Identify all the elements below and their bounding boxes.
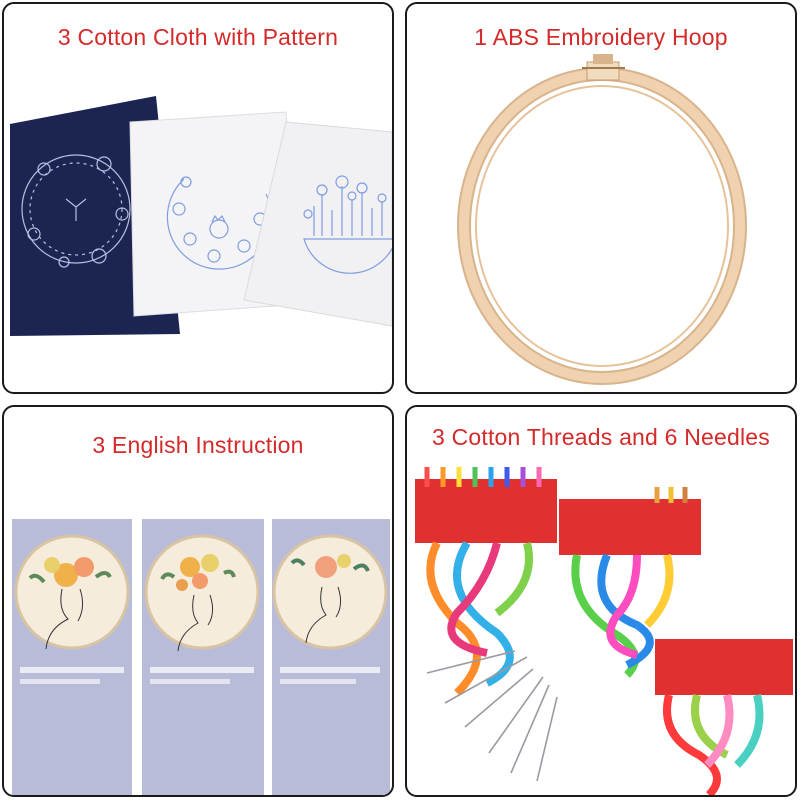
cotton-cloth-image — [10, 96, 392, 336]
needles — [426, 650, 558, 782]
instruction-sheet — [272, 519, 390, 795]
hoop-screw — [586, 61, 620, 81]
hoop-icon — [457, 54, 747, 385]
instruction-sheet — [142, 519, 264, 795]
panel-caption: 3 Cotton Cloth with Pattern — [57, 24, 339, 50]
instruction-sheet — [12, 519, 132, 795]
thread-card — [655, 639, 793, 795]
panel-english-instruction: 3 English Instruction — [2, 405, 394, 797]
panel-threads-needles: 3 Cotton Threads and 6 Needles — [405, 405, 797, 797]
thread-card — [415, 467, 557, 696]
white-cloth — [243, 121, 392, 327]
panel-caption: 1 ABS Embroidery Hoop — [474, 24, 728, 50]
panel-embroidery-hoop: 1 ABS Embroidery Hoop — [405, 2, 797, 394]
thread-organizer-icon — [415, 467, 793, 795]
thread-card — [559, 487, 701, 678]
instruction-sheets — [12, 519, 390, 795]
panel-caption: 3 English Instruction — [92, 432, 304, 458]
panel-caption: 3 Cotton Threads and 6 Needles — [431, 424, 771, 450]
panel-cotton-cloth: 3 Cotton Cloth with Pattern — [2, 2, 394, 394]
